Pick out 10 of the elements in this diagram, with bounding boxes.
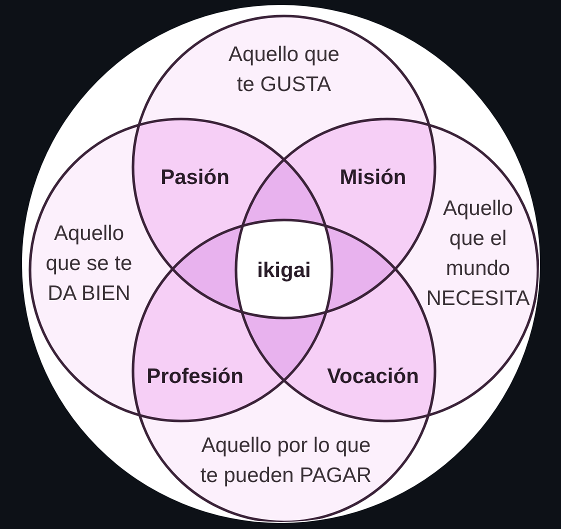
circle-label: Aquello que se te DA BIEN [44,221,134,307]
circle-label: Aquello por lo que te pueden PAGAR [199,433,373,489]
overlap-label: Misión [340,165,406,191]
center-region [236,220,332,318]
center-label: ikigai [257,258,311,284]
circle-label: Aquello que el mundo NECESITA [425,196,531,312]
circle-label: Aquello que te GUSTA [228,42,340,98]
overlap-label: Profesión [146,364,244,390]
overlap-label: Vocación [327,364,419,390]
overlap-label: Pasión [160,165,230,191]
